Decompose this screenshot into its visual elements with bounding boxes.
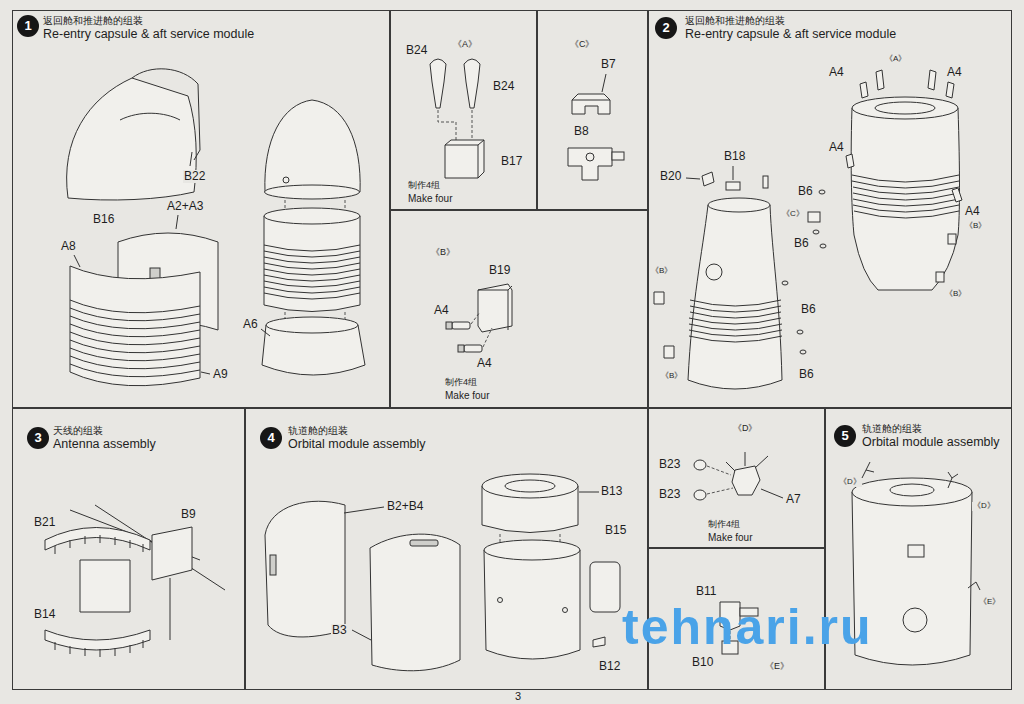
part-number: A8 — [60, 240, 77, 253]
part-number: B3 — [331, 624, 348, 637]
step-title-zh: 返回舱和推进舱的组装 — [43, 15, 143, 27]
part-number: B24 — [405, 44, 428, 57]
subassembly-tag: 《C》 — [781, 210, 805, 219]
note-en: Make four — [707, 532, 753, 543]
subassembly-tag: 《D》 — [733, 423, 758, 433]
part-number: B24 — [492, 80, 515, 93]
subassembly-tag: 《B》 — [964, 222, 987, 231]
part-number: B23 — [658, 488, 681, 501]
step-number: 4 — [267, 431, 274, 446]
part-number: B22 — [183, 170, 206, 183]
subassembly-tag: 《E》 — [978, 598, 1001, 607]
subassembly-panel: 《C》 — [537, 10, 648, 210]
part-number: A4 — [828, 141, 845, 154]
part-number: B14 — [33, 608, 56, 621]
step-title-en: Orbital module assembly — [288, 437, 426, 451]
step-panel: 轨道舱的组装Orbital module assembly 4 — [245, 408, 648, 690]
part-number: B6 — [793, 237, 810, 250]
subassembly-tag: 《A》 — [884, 55, 907, 64]
part-number: A6 — [242, 318, 259, 331]
step-number-badge: 3 — [27, 427, 49, 449]
step-number: 1 — [24, 19, 31, 34]
part-number: B6 — [798, 368, 815, 381]
step-title-en: Re-entry capsule & aft service module — [43, 27, 254, 41]
subassembly-tag: 《E》 — [765, 661, 789, 671]
part-number: B21 — [33, 516, 56, 529]
step-number-badge: 1 — [17, 15, 39, 37]
part-number: B18 — [723, 150, 746, 163]
note-zh: 制作4组 — [444, 378, 478, 388]
part-number: B8 — [573, 125, 590, 138]
part-number: A4 — [946, 66, 963, 79]
subassembly-tag: 《B》 — [431, 247, 455, 257]
step-number-badge: 2 — [655, 17, 677, 39]
part-number: B20 — [659, 170, 682, 183]
subassembly-tag: 《D》 — [838, 478, 862, 487]
step-title-en: Antenna assembly — [53, 437, 156, 451]
part-number: B7 — [600, 58, 617, 71]
subassembly-tag: 《B》 — [650, 267, 673, 276]
subassembly-tag: 《C》 — [570, 39, 595, 49]
step-number-badge: 4 — [260, 427, 282, 449]
step-title-zh: 轨道舱的组装 — [862, 423, 922, 435]
step-number-badge: 5 — [834, 425, 856, 447]
note-zh: 制作4组 — [407, 181, 441, 191]
part-number: A4 — [476, 357, 493, 370]
subassembly-panel: 《B》 — [390, 210, 648, 408]
part-number: A4 — [828, 66, 845, 79]
note-en: Make four — [407, 193, 453, 204]
part-number: A9 — [212, 368, 229, 381]
subassembly-tag: 《D》 — [972, 502, 996, 511]
page-number: 3 — [514, 690, 522, 702]
part-number: A7 — [785, 493, 802, 506]
step-number: 3 — [34, 431, 41, 446]
part-number: B23 — [658, 458, 681, 471]
step-panel: 天线的组装Antenna assembly 3 — [12, 408, 245, 690]
watermark: tehnari.ru — [622, 600, 873, 655]
part-number: B2+B4 — [386, 500, 424, 513]
subassembly-tag: 《A》 — [453, 39, 477, 49]
step-title-zh: 返回舱和推进舱的组装 — [685, 15, 785, 27]
part-number: B9 — [180, 508, 197, 521]
part-number: B16 — [92, 213, 115, 226]
subassembly-tag: 《B》 — [944, 290, 967, 299]
part-number: A2+A3 — [166, 200, 204, 213]
part-number: B6 — [797, 185, 814, 198]
part-number: B12 — [598, 660, 621, 673]
part-number: B17 — [500, 155, 523, 168]
part-number: B11 — [695, 585, 717, 598]
step-number: 5 — [841, 429, 848, 444]
part-number: B6 — [800, 303, 817, 316]
part-number: A4 — [964, 205, 981, 218]
part-number: B19 — [488, 264, 511, 277]
step-title-zh: 天线的组装 — [53, 425, 103, 437]
step-title-en: Orbital module assembly — [862, 435, 1000, 449]
subassembly-panel: 《A》 — [390, 10, 537, 210]
part-number: A4 — [433, 304, 450, 317]
step-title-en: Re-entry capsule & aft service module — [685, 27, 896, 41]
part-number: B13 — [600, 485, 623, 498]
part-number: B15 — [604, 524, 627, 537]
part-number: B10 — [691, 656, 714, 669]
step-title-zh: 轨道舱的组装 — [288, 425, 348, 437]
note-zh: 制作4组 — [707, 520, 741, 530]
step-number: 2 — [662, 21, 669, 36]
subassembly-tag: 《B》 — [660, 372, 683, 381]
note-en: Make four — [444, 390, 490, 401]
